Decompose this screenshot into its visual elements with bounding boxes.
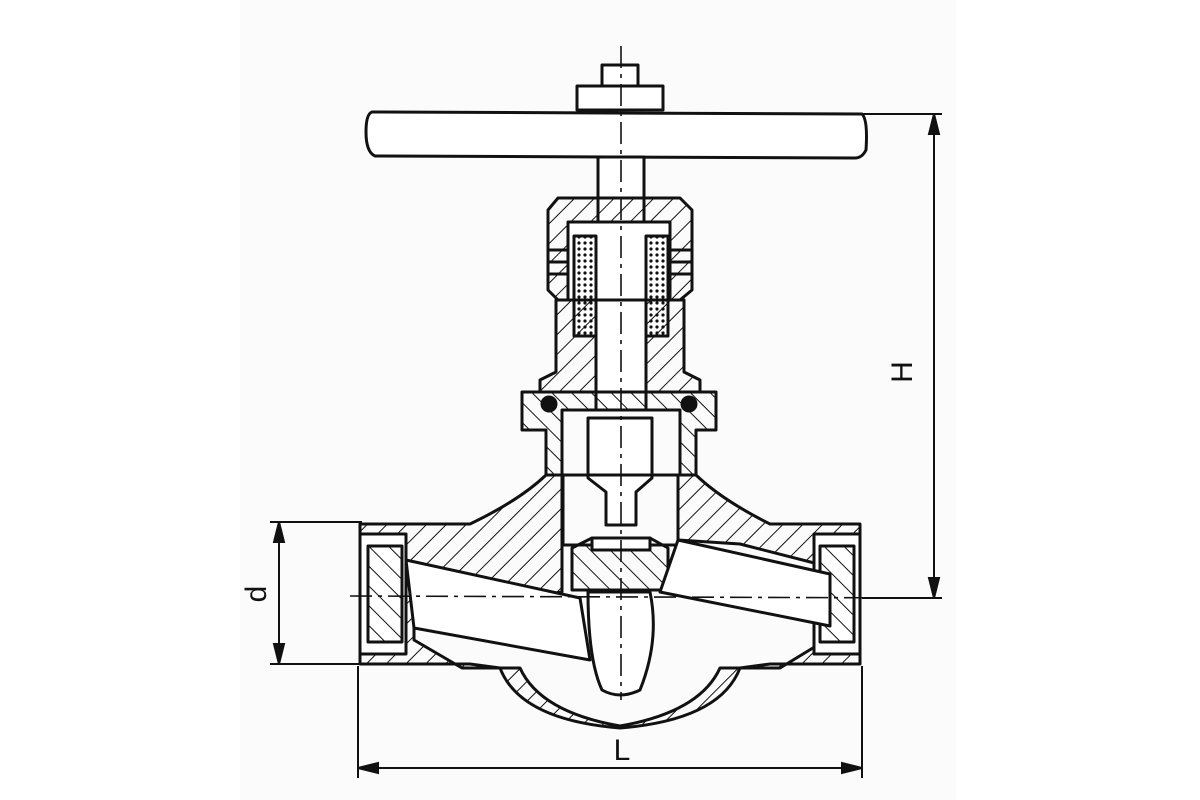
center-lines [349,46,941,700]
stem-nut [575,63,665,112]
dimension-label-diameter: d [240,586,273,603]
dimension-lines [270,113,942,778]
gland-nut [546,196,694,338]
valve-disc [570,536,670,592]
dimension-label-length: L [614,734,631,767]
valve-body [358,473,862,730]
dimension-label-height: H [886,361,919,383]
handwheel [364,110,868,160]
